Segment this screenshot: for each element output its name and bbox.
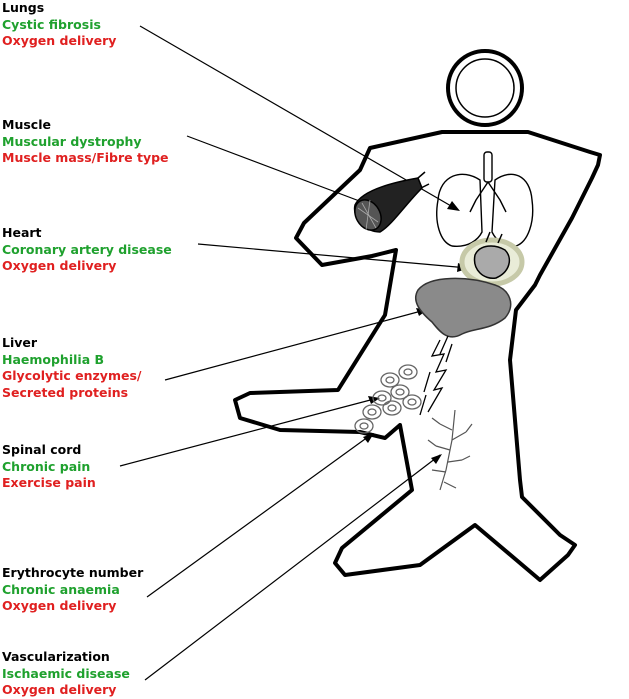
disease-label: Ischaemic disease [2,665,130,681]
application-label: Oxygen delivery [2,33,117,48]
muscle-icon [353,171,430,233]
spinal-cord-icon [419,335,453,416]
organ-title: Muscle [2,117,51,132]
application-label: Muscle mass/Fibre type [2,150,169,165]
application-label: Secreted proteins [2,384,129,400]
leader-line-muscle [186,135,371,206]
leader-lines [119,25,469,681]
leader-line-vascularization [144,454,441,681]
lungs-icon [436,151,534,247]
liver-icon [414,277,512,338]
arrowhead-erythrocyte [363,433,374,443]
head-outline [446,49,524,127]
disease-label: Muscular dystrophy [2,133,142,149]
organ-title: Erythrocyte number [2,565,144,580]
organ-title: Lungs [2,0,45,15]
arrowhead-vascularization [431,454,442,464]
head-inner-outline [455,58,515,118]
vasculature-icon [427,409,473,491]
leader-line-lungs [139,25,459,211]
disease-label: Cystic fibrosis [2,16,101,32]
leader-line-erythrocyte [146,433,373,598]
application-label: Oxygen delivery [2,682,117,697]
disease-label: Haemophilia B [2,351,105,367]
application-label: Oxygen delivery [2,598,117,613]
erythrocytes-icon [354,364,422,434]
disease-label: Chronic anaemia [2,581,120,597]
application-label: Oxygen delivery [2,258,117,273]
organ-title: Liver [2,335,38,350]
leader-line-liver [164,309,426,381]
organ-title: Heart [2,225,42,240]
application-label: Exercise pain [2,475,96,490]
disease-label: Chronic pain [2,458,91,474]
heart-icon [459,231,525,287]
leader-line-spinal-cord [119,397,379,467]
organ-title: Spinal cord [2,442,82,457]
arrowhead-lungs [447,201,460,211]
application-label: Glycolytic enzymes/ [2,368,142,383]
leader-line-heart [197,243,469,269]
disease-label: Coronary artery disease [2,241,172,257]
body-outline [233,130,602,582]
organ-title: Vascularization [2,649,110,664]
